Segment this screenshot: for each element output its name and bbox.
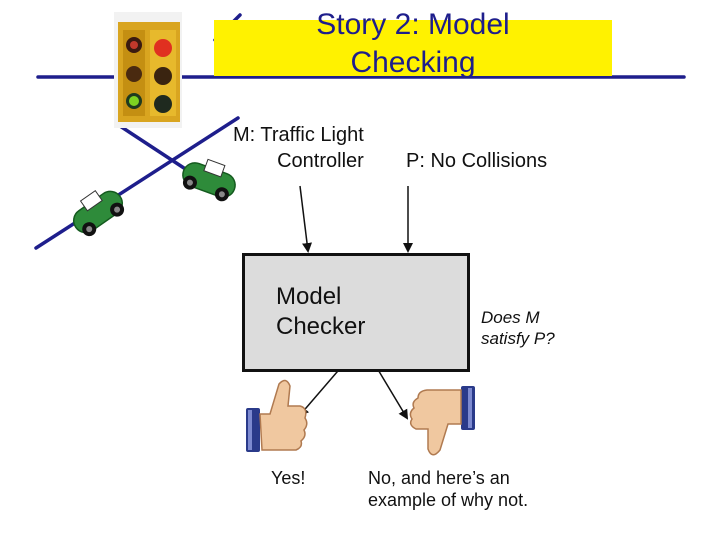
model-label-line-2: Controller bbox=[277, 150, 364, 172]
no-answer-line-2: example of why not. bbox=[368, 490, 529, 510]
question-label: Does M satisfy P? bbox=[481, 307, 555, 349]
thumbs-up-icon bbox=[246, 379, 308, 452]
question-line-1: Does M bbox=[481, 308, 540, 327]
property-label: P: No Collisions bbox=[406, 150, 548, 172]
thumbs-down-icon bbox=[409, 386, 475, 456]
model-checker-box bbox=[242, 253, 470, 372]
checker-line-1: Model bbox=[276, 283, 342, 310]
model-label: M: Traffic Light Controller bbox=[233, 122, 364, 174]
no-answer: No, and here’s an example of why not. bbox=[368, 467, 528, 511]
car-icon-lower bbox=[72, 190, 125, 237]
no-answer-line-1: No, and here’s an bbox=[368, 468, 510, 488]
yes-answer: Yes! bbox=[271, 468, 306, 488]
car-icon-upper bbox=[182, 158, 236, 202]
model-label-line-1: M: Traffic Light bbox=[233, 124, 364, 146]
road-diagonal-upper bbox=[118, 124, 192, 174]
title-line-1: Story 2: Model bbox=[316, 8, 510, 41]
road-diagonal-left bbox=[34, 116, 240, 250]
question-line-2: satisfy P? bbox=[481, 329, 555, 348]
arrow-model-to-checker bbox=[299, 185, 312, 253]
traffic-light-icon bbox=[114, 12, 182, 128]
title-line-2: Checking bbox=[350, 46, 476, 79]
checker-line-2: Checker bbox=[276, 313, 366, 340]
model-checker-label: Model Checker bbox=[276, 282, 365, 342]
slide-title: Story 2: Model Checking bbox=[214, 6, 612, 82]
title-highlight bbox=[214, 20, 612, 76]
